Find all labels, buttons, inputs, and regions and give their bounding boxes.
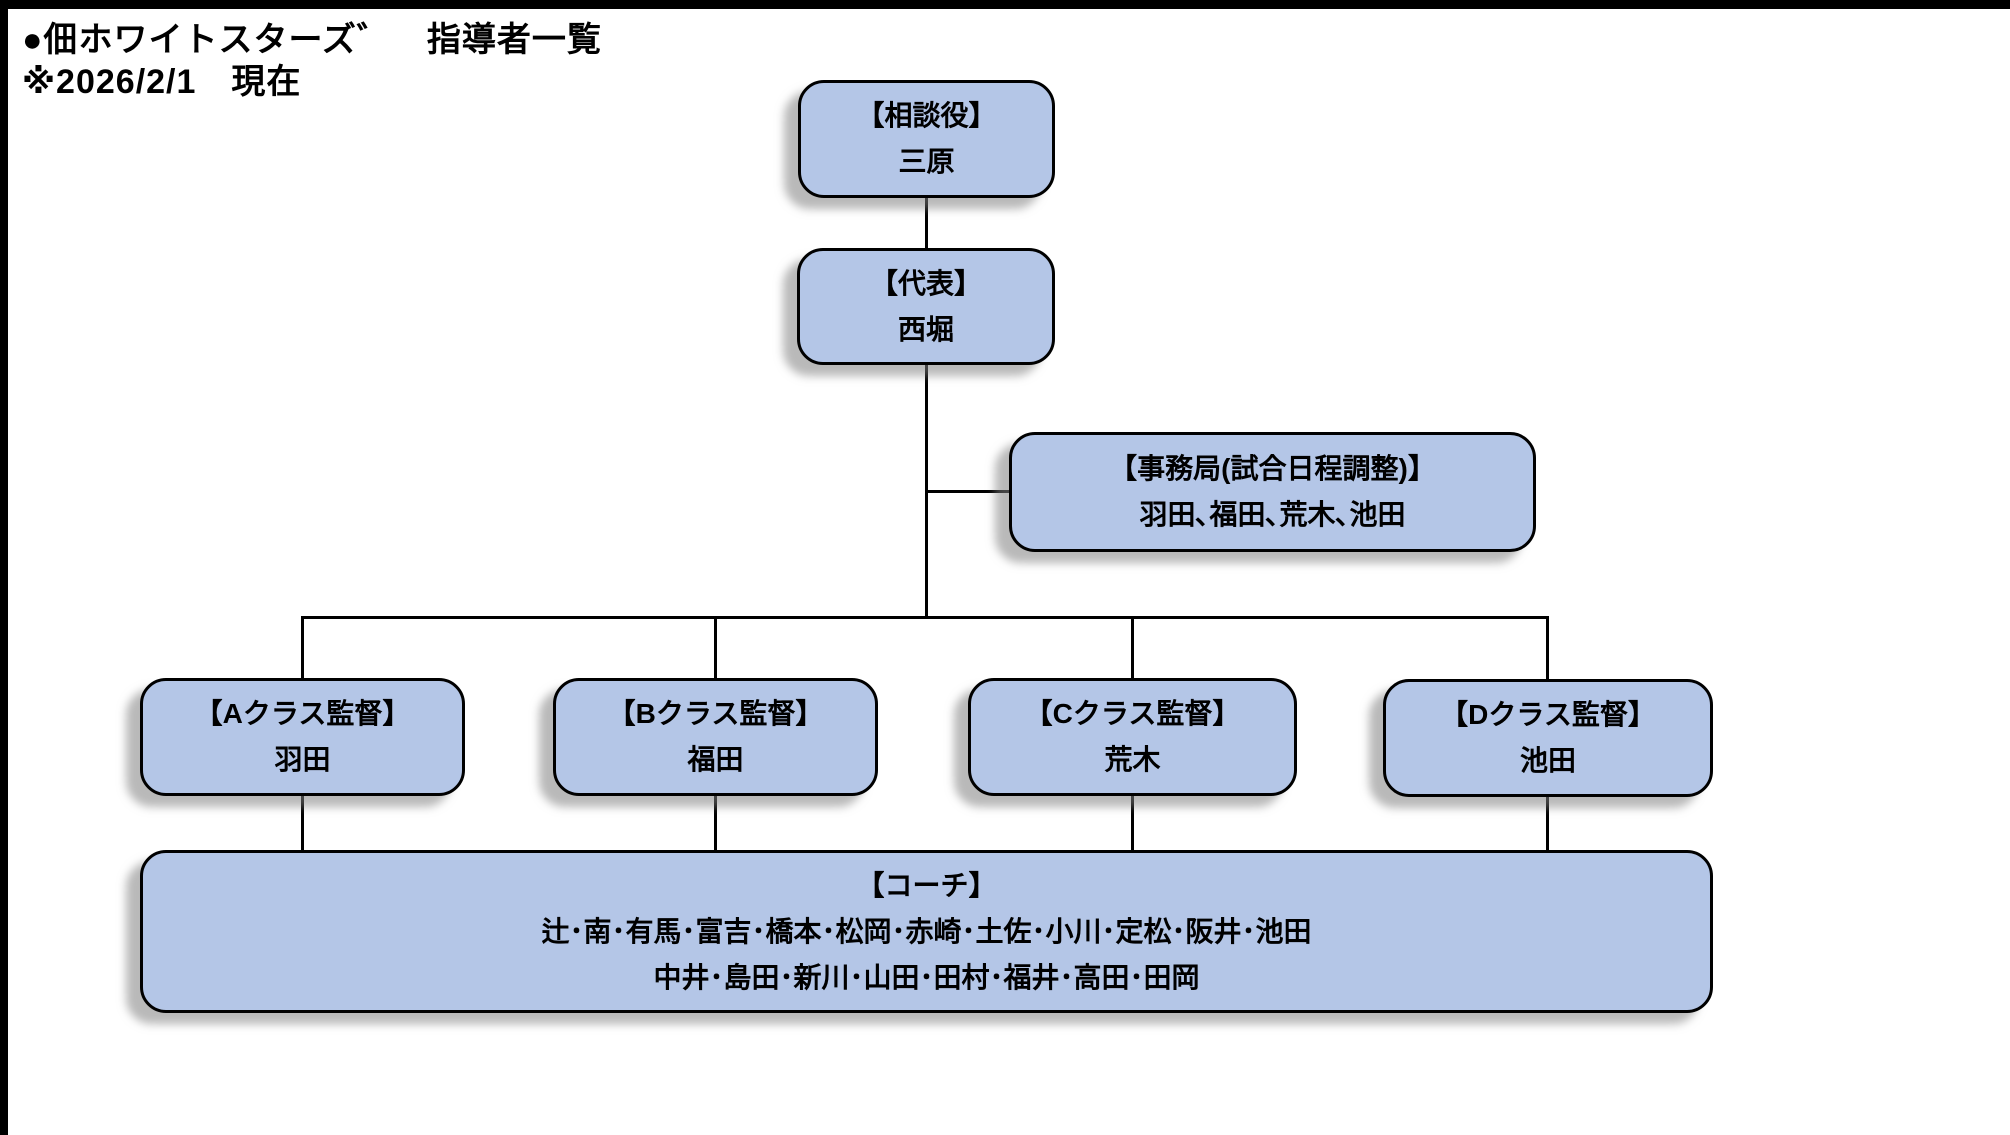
class-b-name: 福田	[687, 744, 744, 775]
office-role: 【事務局(試合日程調整)】	[1109, 453, 1436, 484]
class-a-name: 羽田	[274, 744, 331, 775]
office-box: 【事務局(試合日程調整)】 羽田､福田､荒木､池田	[1009, 432, 1536, 552]
page-border-top	[0, 0, 2010, 9]
class-d-name: 池田	[1519, 745, 1576, 776]
representative-box: 【代表】 西堀	[797, 248, 1055, 365]
advisor-role: 【相談役】	[856, 100, 997, 131]
connector-branch-to-class-d	[1546, 616, 1549, 680]
office-members: 羽田､福田､荒木､池田	[1139, 499, 1406, 530]
class-d-manager-box: 【Dクラス監督】 池田	[1383, 679, 1713, 797]
connector-branch-to-class-a	[301, 616, 304, 680]
class-d-role: 【Dクラス監督】	[1440, 699, 1656, 730]
class-a-manager-box: 【Aクラス監督】 羽田	[140, 678, 465, 796]
class-c-name: 荒木	[1104, 744, 1161, 775]
connector-class-c-to-coach	[1131, 794, 1134, 852]
representative-name: 西堀	[897, 313, 954, 345]
representative-role: 【代表】	[869, 267, 982, 299]
connector-class-d-to-coach	[1546, 794, 1549, 852]
date-note: ※2026/2/1 現在	[22, 63, 302, 101]
page-title: ●佃ホワイトスターズ゛ 指導者一覧	[22, 21, 602, 59]
connector-class-a-to-coach	[301, 794, 304, 852]
class-a-role: 【Aクラス監督】	[194, 698, 411, 729]
connector-branch-to-class-c	[1131, 616, 1134, 680]
connector-branch-to-class-b	[714, 616, 717, 680]
connector-branch-horizontal	[301, 616, 1549, 619]
coach-role: 【コーチ】	[856, 869, 997, 901]
coach-members-line2: 中井･島田･新川･山田･田村･福井･高田･田岡	[653, 961, 1200, 993]
coach-box: 【コーチ】 辻･南･有馬･富吉･橋本･松岡･赤崎･土佐･小川･定松･阪井･池田 …	[140, 850, 1713, 1013]
advisor-box: 【相談役】 三原	[798, 80, 1055, 198]
connector-trunk-to-office	[925, 490, 1011, 493]
coach-members-line1: 辻･南･有馬･富吉･橋本･松岡･赤崎･土佐･小川･定松･阪井･池田	[541, 915, 1312, 947]
class-c-manager-box: 【Cクラス監督】 荒木	[968, 678, 1297, 796]
advisor-name: 三原	[898, 146, 955, 177]
page-border-left	[0, 0, 8, 1135]
class-c-role: 【Cクラス監督】	[1024, 698, 1241, 729]
class-b-manager-box: 【Bクラス監督】 福田	[553, 678, 878, 796]
class-b-role: 【Bクラス監督】	[607, 698, 824, 729]
connector-advisor-to-representative	[925, 196, 928, 250]
connector-class-b-to-coach	[714, 794, 717, 852]
